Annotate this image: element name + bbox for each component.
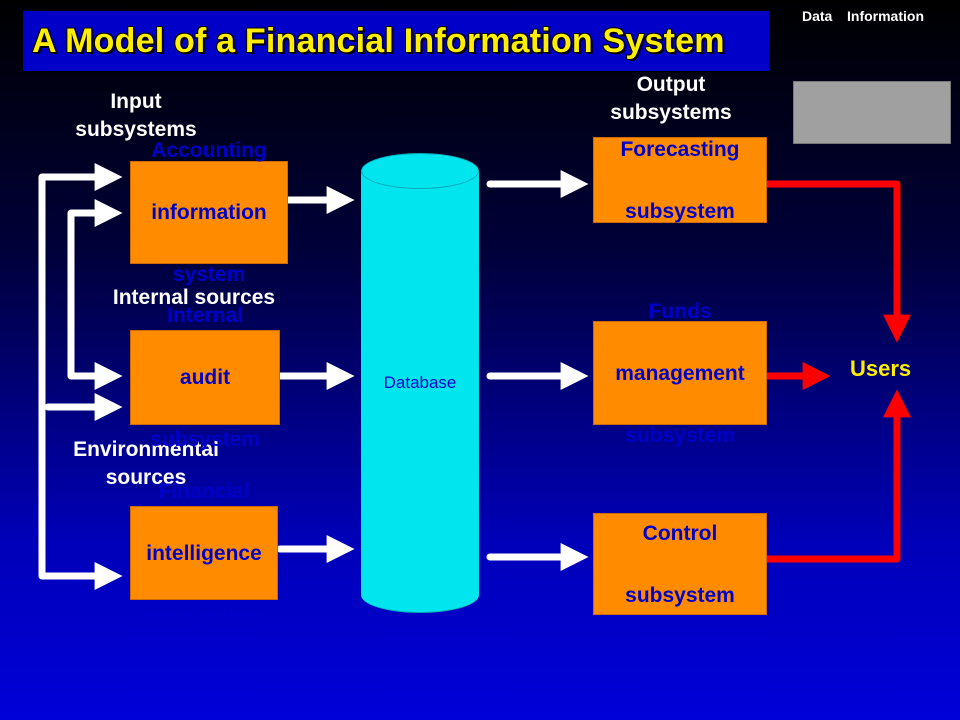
title-banner (22, 10, 770, 72)
internal-sources-label: Internal sources (112, 286, 276, 309)
forecasting-subsystem-box: Forecasting subsystem (593, 137, 767, 223)
internal-source-arrow-accounting (67, 199, 123, 304)
legend-information-label: Information (847, 8, 924, 24)
output-subsystems-label: Output subsystems (610, 73, 732, 124)
env-source-arrow-accounting (38, 163, 123, 464)
internal-source-arrow-audit (67, 296, 123, 390)
input-subsystems-label: Input subsystems (75, 90, 197, 141)
internal-audit-subsystem-box: Internal audit subsystem (130, 304, 280, 451)
legend-data-label: Data (802, 8, 833, 24)
database-cylinder-body (361, 170, 479, 594)
env-source-arrow-intelligence (38, 451, 123, 590)
legend-box (793, 81, 951, 144)
accounting-information-system-box: Accounting information system (130, 139, 288, 286)
database-cylinder-top (361, 153, 479, 189)
financial-intelligence-subsystem-box: Financial intelligence subsystem (130, 480, 278, 627)
environmental-sources-label: Environmental sources (73, 438, 219, 489)
funds-management-subsystem-box: Funds management subsystem (593, 300, 767, 447)
page-title: A Model of a Financial Information Syste… (32, 22, 725, 60)
database-label: Database (383, 373, 457, 392)
info-arrow-control-users (763, 389, 911, 563)
control-subsystem-box: Control subsystem (593, 513, 767, 615)
users-label: Users (850, 356, 912, 381)
info-arrow-forecasting-users (763, 180, 911, 343)
